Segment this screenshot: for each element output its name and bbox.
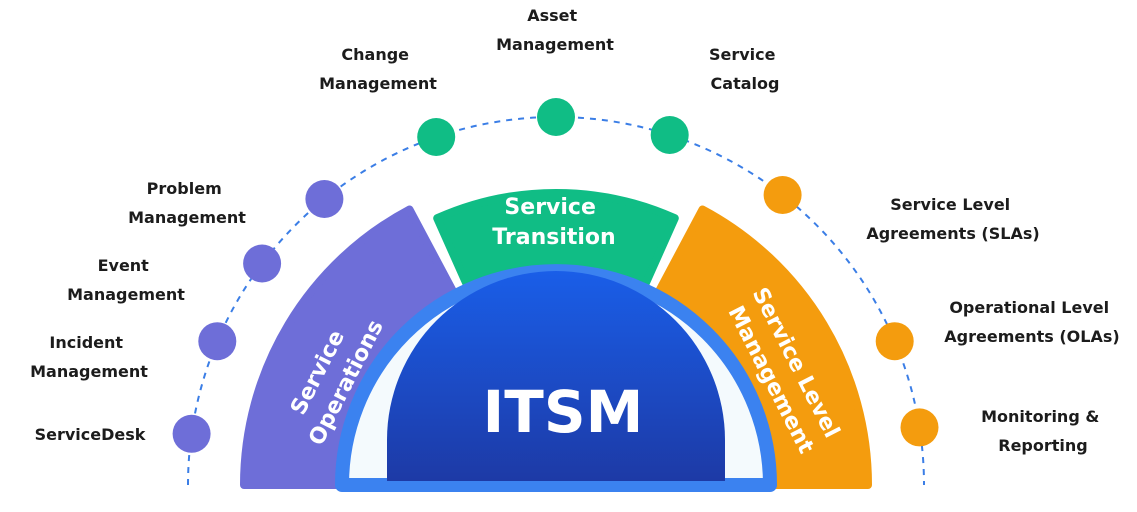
label-problem-line-1: Problem <box>147 179 222 198</box>
label-incident-management: Incident Management <box>30 333 148 381</box>
label-change-line-2: Management <box>319 74 437 93</box>
segment-transition-line-1: Service <box>504 195 595 220</box>
label-servicedesk: ServiceDesk <box>35 425 146 444</box>
label-problem-line-2: Management <box>128 208 246 227</box>
node-layer <box>172 98 939 453</box>
node-monitoring-reporting[interactable] <box>900 408 939 447</box>
label-olas-line-2: Agreements (OLAs) <box>944 327 1119 346</box>
itsm-core-label: ITSM <box>483 378 644 446</box>
node-servicedesk[interactable] <box>172 414 211 453</box>
node-operational-level-agreements[interactable] <box>875 322 914 361</box>
label-incident-line-2: Management <box>30 362 148 381</box>
label-monitoring-reporting: Monitoring & Reporting <box>981 407 1105 455</box>
label-change-line-1: Change <box>341 45 409 64</box>
label-monitoring-line-2: Reporting <box>998 436 1087 455</box>
label-asset-line-2: Management <box>496 35 614 54</box>
label-monitoring-line-1: Monitoring & <box>981 407 1099 426</box>
segment-transition-line-2: Transition <box>492 225 615 250</box>
label-asset-line-1: Asset <box>527 6 577 25</box>
segment-service-transition-label: Service Transition <box>492 195 615 250</box>
label-service-catalog: Service Catalog <box>709 45 781 93</box>
label-service-level-agreements: Service Level Agreements (SLAs) <box>866 195 1039 243</box>
itsm-core[interactable] <box>387 271 725 481</box>
node-event-management[interactable] <box>243 244 282 283</box>
node-incident-management[interactable] <box>198 322 237 361</box>
label-event-management: Event Management <box>67 256 185 304</box>
label-asset-management: Asset Management <box>496 6 614 54</box>
label-event-line-1: Event <box>98 256 150 275</box>
label-slas-line-1: Service Level <box>890 195 1010 214</box>
label-incident-line-1: Incident <box>49 333 123 352</box>
label-layer: ServiceDesk Incident Management Event Ma… <box>30 6 1120 455</box>
label-catalog-line-1: Service <box>709 45 776 64</box>
label-change-management: Change Management <box>319 45 437 93</box>
label-olas-line-1: Operational Level <box>949 298 1109 317</box>
label-operational-level-agreements: Operational Level Agreements (OLAs) <box>944 298 1119 346</box>
node-problem-management[interactable] <box>305 180 344 218</box>
label-problem-management: Problem Management <box>128 179 246 227</box>
label-event-line-2: Management <box>67 285 185 304</box>
node-service-level-agreements[interactable] <box>763 176 802 214</box>
label-slas-line-2: Agreements (SLAs) <box>866 224 1039 243</box>
label-servicedesk-line-1: ServiceDesk <box>35 425 146 444</box>
node-service-catalog[interactable] <box>650 116 689 154</box>
node-change-management[interactable] <box>417 118 456 156</box>
label-catalog-line-2: Catalog <box>711 74 780 93</box>
node-asset-management[interactable] <box>537 98 575 136</box>
